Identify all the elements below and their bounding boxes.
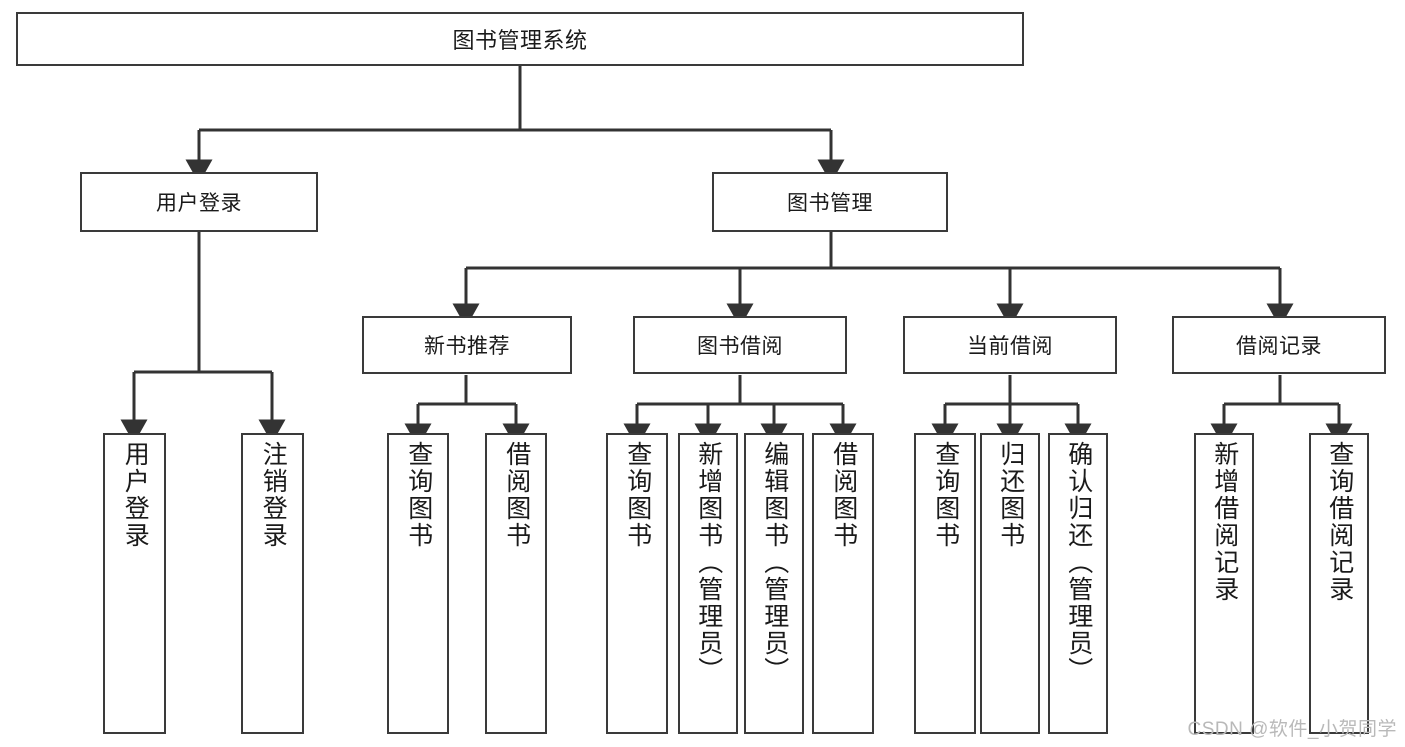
leaf-label: 编辑图书（管理员） — [760, 441, 789, 684]
leaf-query-book-2[interactable]: 查询图书 — [606, 433, 668, 734]
leaf-logout-login[interactable]: 注销登录 — [241, 433, 304, 734]
leaf-label: 新增图书（管理员） — [694, 441, 723, 684]
node-label: 图书借阅 — [697, 335, 783, 358]
leaf-borrow-book-1[interactable]: 借阅图书 — [485, 433, 547, 734]
node-label: 图书管理系统 — [452, 28, 588, 53]
node-new-book-recommend[interactable]: 新书推荐 — [362, 316, 572, 374]
node-label: 图书管理 — [787, 192, 873, 215]
node-label: 当前借阅 — [967, 335, 1053, 358]
leaf-label: 用户登录 — [121, 441, 150, 549]
leaf-edit-book[interactable]: 编辑图书（管理员） — [744, 433, 804, 734]
watermark: CSDN @软件_小贺同学 — [1187, 719, 1397, 740]
node-label: 借阅记录 — [1236, 335, 1322, 358]
leaf-confirm-return[interactable]: 确认归还（管理员） — [1048, 433, 1108, 734]
node-book-manage[interactable]: 图书管理 — [712, 172, 948, 232]
leaf-add-record[interactable]: 新增借阅记录 — [1194, 433, 1254, 734]
leaf-add-book[interactable]: 新增图书（管理员） — [678, 433, 738, 734]
leaf-label: 新增借阅记录 — [1210, 441, 1239, 603]
leaf-user-login[interactable]: 用户登录 — [103, 433, 166, 734]
leaf-borrow-book-2[interactable]: 借阅图书 — [812, 433, 874, 734]
leaf-label: 归还图书 — [996, 441, 1025, 549]
leaf-label: 借阅图书 — [502, 441, 531, 549]
node-label: 新书推荐 — [424, 335, 510, 358]
leaf-label: 查询图书 — [931, 441, 960, 549]
leaf-label: 借阅图书 — [829, 441, 858, 549]
leaf-label: 查询图书 — [623, 441, 652, 549]
node-current-borrow[interactable]: 当前借阅 — [903, 316, 1117, 374]
leaf-label: 查询借阅记录 — [1325, 441, 1354, 603]
node-book-borrow[interactable]: 图书借阅 — [633, 316, 847, 374]
leaf-query-record[interactable]: 查询借阅记录 — [1309, 433, 1369, 734]
node-label: 用户登录 — [156, 192, 242, 215]
leaf-label: 确认归还（管理员） — [1064, 441, 1093, 684]
leaf-label: 注销登录 — [259, 441, 288, 549]
node-user-login[interactable]: 用户登录 — [80, 172, 318, 232]
node-borrow-record[interactable]: 借阅记录 — [1172, 316, 1386, 374]
node-book-management-system[interactable]: 图书管理系统 — [16, 12, 1024, 66]
leaf-label: 查询图书 — [404, 441, 433, 549]
leaf-query-book-1[interactable]: 查询图书 — [387, 433, 449, 734]
leaf-query-book-3[interactable]: 查询图书 — [914, 433, 976, 734]
leaf-return-book[interactable]: 归还图书 — [980, 433, 1040, 734]
